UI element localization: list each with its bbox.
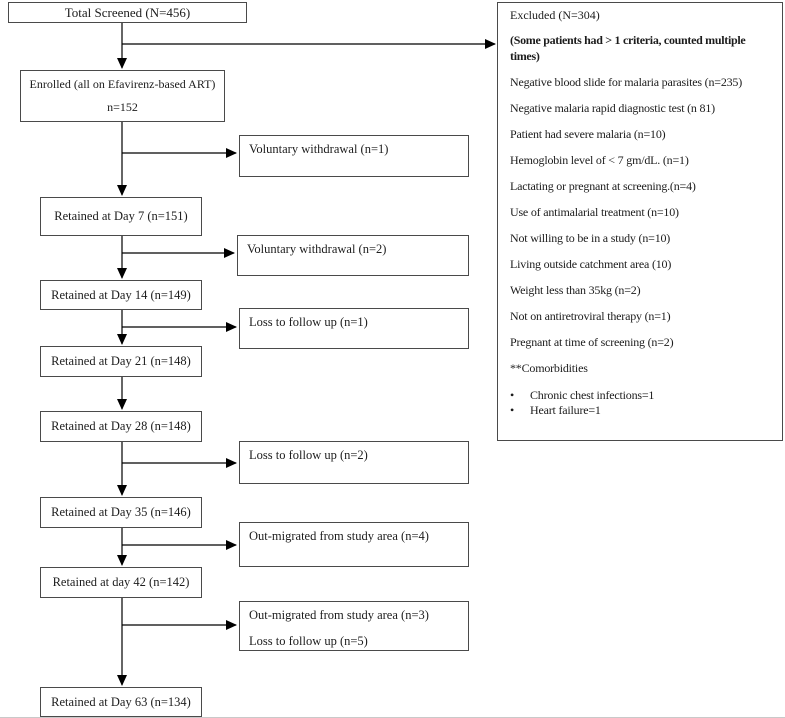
excluded-note-line2: times) xyxy=(510,48,540,63)
excluded-item: Hemoglobin level of < 7 gm/dL. (n=1) xyxy=(510,153,689,167)
retained-day63-label: Retained at Day 63 (n=134) xyxy=(51,694,191,709)
box-retained-day42: Retained at day 42 (n=142) xyxy=(40,567,202,598)
box-voluntary-withdrawal-2: Voluntary withdrawal (n=2) xyxy=(237,235,469,276)
excluded-item: Lactating or pregnant at screening.(n=4) xyxy=(510,179,696,193)
retained-day14-label: Retained at Day 14 (n=149) xyxy=(51,287,191,302)
box-excluded: Excluded (N=304) (Some patients had > 1 … xyxy=(497,2,783,441)
loss-follow-up-2-label: Loss to follow up (n=2) xyxy=(249,448,368,462)
retained-day21-label: Retained at Day 21 (n=148) xyxy=(51,354,191,368)
excluded-item: Negative malaria rapid diagnostic test (… xyxy=(510,101,715,115)
total-screened-label: Total Screened (N=456) xyxy=(64,5,191,20)
box-retained-day28: Retained at Day 28 (n=148) xyxy=(40,411,202,442)
bullet-icon: • xyxy=(510,388,515,402)
box-retained-day14: Retained at Day 14 (n=149) xyxy=(40,280,202,310)
excluded-item: Not willing to be in a study (n=10) xyxy=(510,231,671,245)
loss-follow-up-1-label: Loss to follow up (n=1) xyxy=(249,315,368,329)
box-retained-day63: Retained at Day 63 (n=134) xyxy=(40,687,202,717)
box-loss-follow-up-2: Loss to follow up (n=2) xyxy=(239,441,469,484)
enrolled-label: Enrolled (all on Efavirenz-based ART) xyxy=(29,77,216,91)
comorbidity-item: • Heart failure=1 xyxy=(510,403,770,418)
comorbidities-header: **Comorbidities xyxy=(510,361,588,375)
comorbidities-list: • Chronic chest infections=1 • Heart fai… xyxy=(510,388,770,418)
excluded-title: Excluded (N=304) xyxy=(510,8,600,22)
enrolled-count: n=152 xyxy=(107,100,138,114)
box-retained-day7: Retained at Day 7 (n=151) xyxy=(40,197,202,236)
retained-day35-label: Retained at Day 35 (n=146) xyxy=(51,505,191,519)
box-retained-day35: Retained at Day 35 (n=146) xyxy=(40,497,202,528)
voluntary-withdrawal-1-label: Voluntary withdrawal (n=1) xyxy=(249,142,389,156)
retained-day28-label: Retained at Day 28 (n=148) xyxy=(51,419,191,433)
out-migrated-3-label: Out-migrated from study area (n=3) xyxy=(249,608,429,622)
comorbidity-label: Chronic chest infections=1 xyxy=(530,388,655,402)
excluded-item: Not on antiretroviral therapy (n=1) xyxy=(510,309,671,323)
excluded-item: Weight less than 35kg (n=2) xyxy=(510,283,641,297)
bullet-icon: • xyxy=(510,403,515,417)
excluded-item: Pregnant at time of screening (n=2) xyxy=(510,335,674,349)
box-out-migrated-4: Out-migrated from study area (n=4) xyxy=(239,522,469,567)
box-retained-day21: Retained at Day 21 (n=148) xyxy=(40,346,202,377)
excluded-note-line1: (Some patients had > 1 criteria, counted… xyxy=(510,33,746,47)
comorbidity-label: Heart failure=1 xyxy=(530,403,601,417)
box-enrolled: Enrolled (all on Efavirenz-based ART) n=… xyxy=(20,70,225,122)
out-migrated-4-label: Out-migrated from study area (n=4) xyxy=(249,529,429,543)
excluded-item: Negative blood slide for malaria parasit… xyxy=(510,75,743,89)
excluded-item: Living outside catchment area (10) xyxy=(510,257,672,271)
loss-follow-up-5-label: Loss to follow up (n=5) xyxy=(249,634,368,648)
comorbidity-item: • Chronic chest infections=1 xyxy=(510,388,770,403)
excluded-item: Use of antimalarial treatment (n=10) xyxy=(510,205,679,219)
retained-day7-label: Retained at Day 7 (n=151) xyxy=(54,209,188,223)
box-out-migrated-3-loss-5: Out-migrated from study area (n=3) Loss … xyxy=(239,601,469,651)
box-loss-follow-up-1: Loss to follow up (n=1) xyxy=(239,308,469,349)
voluntary-withdrawal-2-label: Voluntary withdrawal (n=2) xyxy=(247,242,387,256)
retained-day42-label: Retained at day 42 (n=142) xyxy=(52,575,190,589)
box-voluntary-withdrawal-1: Voluntary withdrawal (n=1) xyxy=(239,135,469,177)
box-total-screened: Total Screened (N=456) xyxy=(8,2,247,23)
excluded-item: Patient had severe malaria (n=10) xyxy=(510,127,666,141)
